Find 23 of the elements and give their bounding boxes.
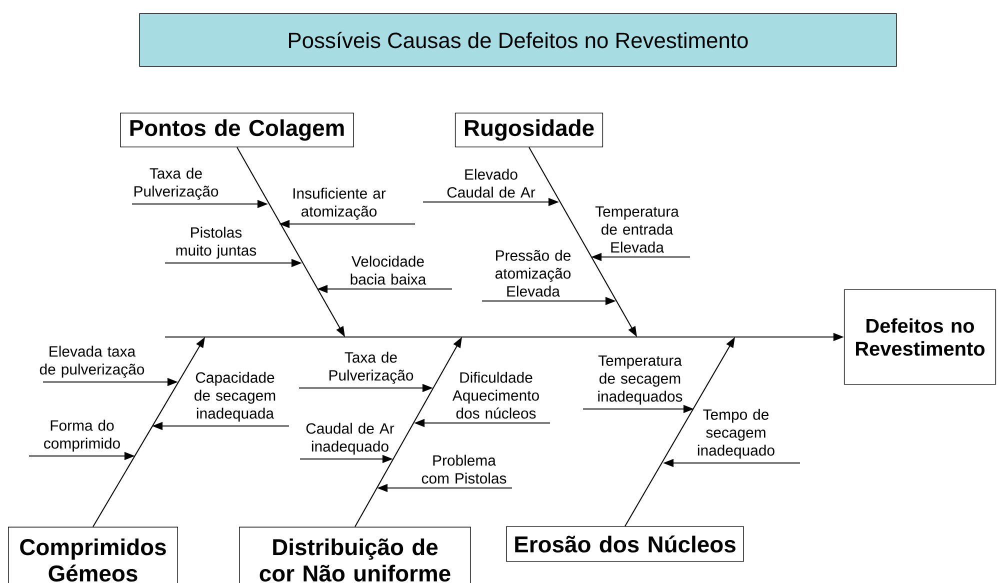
cause-label: Insuficiente ar atomização <box>293 188 386 220</box>
category-box: Comprimidos Gémeos <box>8 526 178 583</box>
cause-label: Taxa de Pulverização <box>134 168 218 200</box>
cause-label: Temperatura de secagem inadequados <box>598 355 682 405</box>
cause-label: Velocidade bacia baixa <box>350 256 426 285</box>
cause-label: Capacidade de secagem inadequada <box>194 372 276 422</box>
title-banner: Possíveis Causas de Defeitos no Revestimento <box>139 13 897 67</box>
cause-label: Elevado Caudal de Ar <box>447 168 536 198</box>
category-box: Erosão dos Núcleos <box>506 526 744 562</box>
cause-label: Temperatura de entrada Elevada <box>595 206 679 253</box>
cause-label: Taxa de Pulverização <box>329 352 414 384</box>
cause-label: Pressão de atomização Elevada <box>495 250 571 297</box>
cause-label: Pistolas muito juntas <box>176 226 256 259</box>
cause-label: Elevada taxa de pulverização <box>40 346 144 378</box>
cause-label: Forma do comprimido <box>44 420 120 452</box>
category-box: Rugosidade <box>454 112 604 148</box>
cause-label: Dificuldade Aquecimento dos núcleos <box>452 372 539 419</box>
category-box: Distribuição de cor Não uniforme <box>239 526 471 583</box>
cause-label: Problema com Pistolas <box>422 454 506 484</box>
cause-label: Tempo de secagem inadequado <box>698 408 774 459</box>
cause-label: Caudal de Ar inadequado <box>306 422 394 455</box>
effect-box: Defeitos no Revestimento <box>844 289 996 385</box>
category-box: Pontos de Colagem <box>120 112 354 148</box>
